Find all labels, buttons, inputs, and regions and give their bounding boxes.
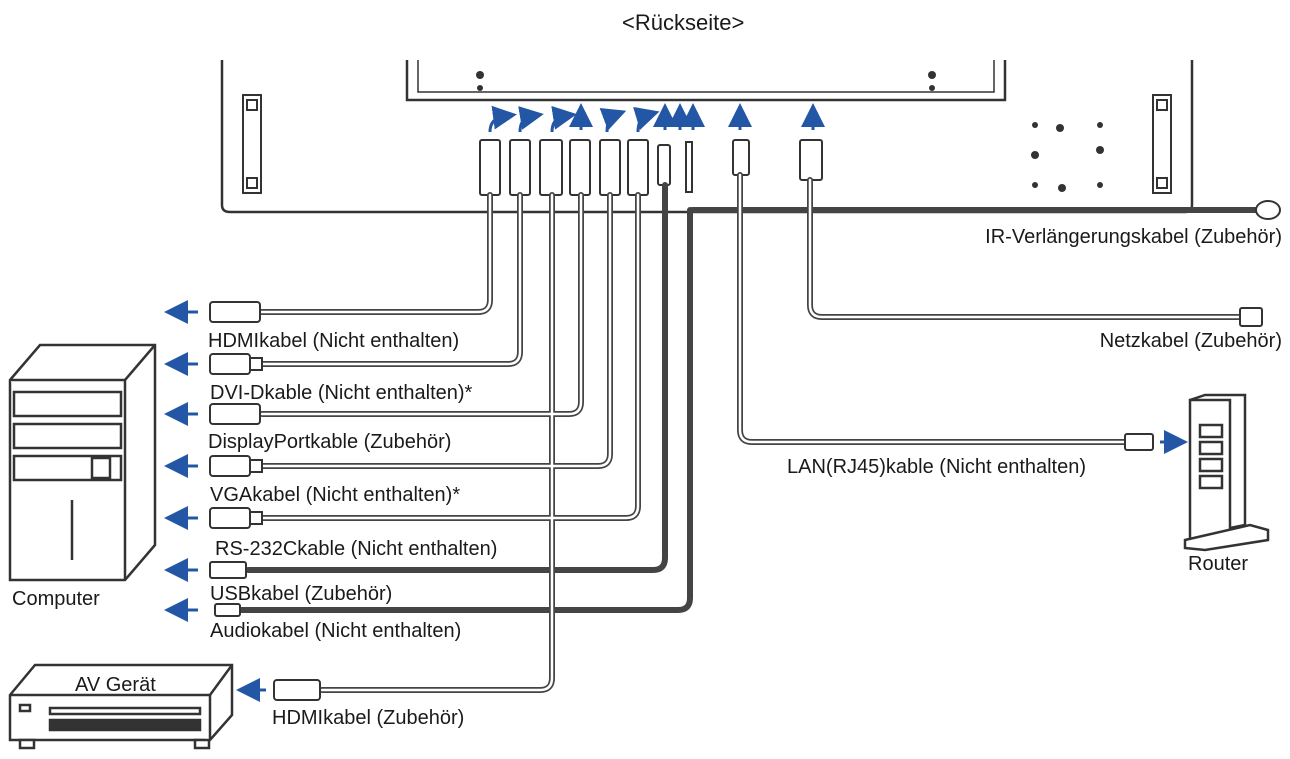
cables-left-inner xyxy=(260,193,640,692)
monitor-handle-left xyxy=(242,94,262,194)
computer-tower-icon xyxy=(8,343,157,582)
cables-right-inner xyxy=(738,173,1242,444)
diagram-title: <Rückseite> xyxy=(622,10,745,35)
label-hdmi-cable: HDMIkabel (Nicht enthalten) xyxy=(208,330,460,352)
label-router: Router xyxy=(1188,553,1249,575)
cables-right xyxy=(689,172,1258,445)
monitor-handle-right xyxy=(1152,94,1172,194)
label-power-cable: Netzkabel (Zubehör) xyxy=(1099,330,1282,352)
vesa-mount-holes xyxy=(476,71,1104,192)
label-lan-cable: LAN(RJ45)kable (Nicht enthalten) xyxy=(787,456,1087,478)
cable-plugs xyxy=(479,139,823,196)
rj45-plug-icon xyxy=(1124,433,1154,451)
left-arrows xyxy=(164,300,266,702)
router-icon xyxy=(1183,393,1270,552)
label-audio-cable: Audiokabel (Nicht enthalten) xyxy=(210,620,462,642)
label-dvi-cable: DVI-Dkable (Nicht enthalten)* xyxy=(210,382,473,404)
label-usb-cable: USBkabel (Zubehör) xyxy=(210,583,393,605)
monitor-back xyxy=(220,60,1194,214)
label-displayport-cable: DisplayPortkable (Zubehör) xyxy=(208,431,452,453)
power-plug-icon xyxy=(1239,307,1263,327)
label-rs232c-cable: RS-232Ckable (Nicht enthalten) xyxy=(215,538,498,560)
label-av-device: AV Gerät xyxy=(75,674,156,696)
label-vga-cable: VGAkabel (Nicht enthalten)* xyxy=(210,484,461,506)
port-arrows xyxy=(488,103,825,133)
label-ir-cable: IR-Verlängerungskabel (Zubehör) xyxy=(985,226,1282,248)
left-plug-heads xyxy=(209,301,321,701)
label-av-hdmi-cable: HDMIkabel (Zubehör) xyxy=(272,707,465,729)
label-computer: Computer xyxy=(12,588,100,610)
ir-sensor-icon xyxy=(1255,200,1281,220)
av-device-icon xyxy=(8,663,234,750)
